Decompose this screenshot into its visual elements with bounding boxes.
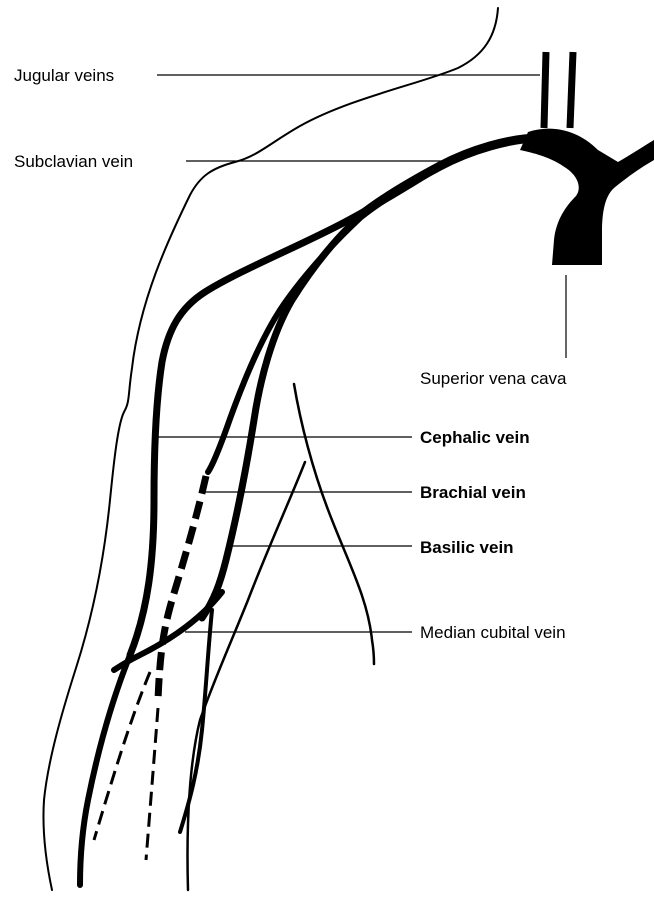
brachial-vein-upper [208, 218, 360, 472]
basilic-vein-lower [180, 610, 212, 832]
deep-vein-dashed-left [94, 672, 150, 840]
arm-outline [43, 8, 498, 890]
label-cephalic-vein: Cephalic vein [420, 428, 530, 447]
jugular-vein-right [570, 52, 573, 128]
forearm-vein-medial [294, 384, 374, 664]
jugular-vein-left [544, 52, 546, 128]
basilic-vein-upper [202, 212, 366, 618]
cephalic-vein [80, 160, 450, 885]
vena-cava-shape [520, 129, 654, 265]
label-subclavian-vein: Subclavian vein [14, 152, 133, 171]
dashed-deep-veins [94, 672, 158, 860]
brachial-vein-dashes [158, 476, 206, 700]
label-median-cubital-vein: Median cubital vein [420, 623, 566, 642]
deep-vein-dashed-right [146, 708, 158, 860]
inner-trunk [180, 212, 366, 832]
label-jugular-veins: Jugular veins [14, 66, 114, 85]
arm-outline-top [43, 8, 498, 890]
label-brachial-vein: Brachial vein [420, 483, 526, 502]
brachial-vein-dashed [158, 476, 206, 700]
jugular-veins [544, 52, 573, 128]
label-basilic-vein: Basilic vein [420, 538, 514, 557]
superior-vena-cava [520, 129, 654, 265]
label-superior-vena-cava: Superior vena cava [420, 369, 567, 388]
cephalic-vein-lower [80, 655, 130, 885]
